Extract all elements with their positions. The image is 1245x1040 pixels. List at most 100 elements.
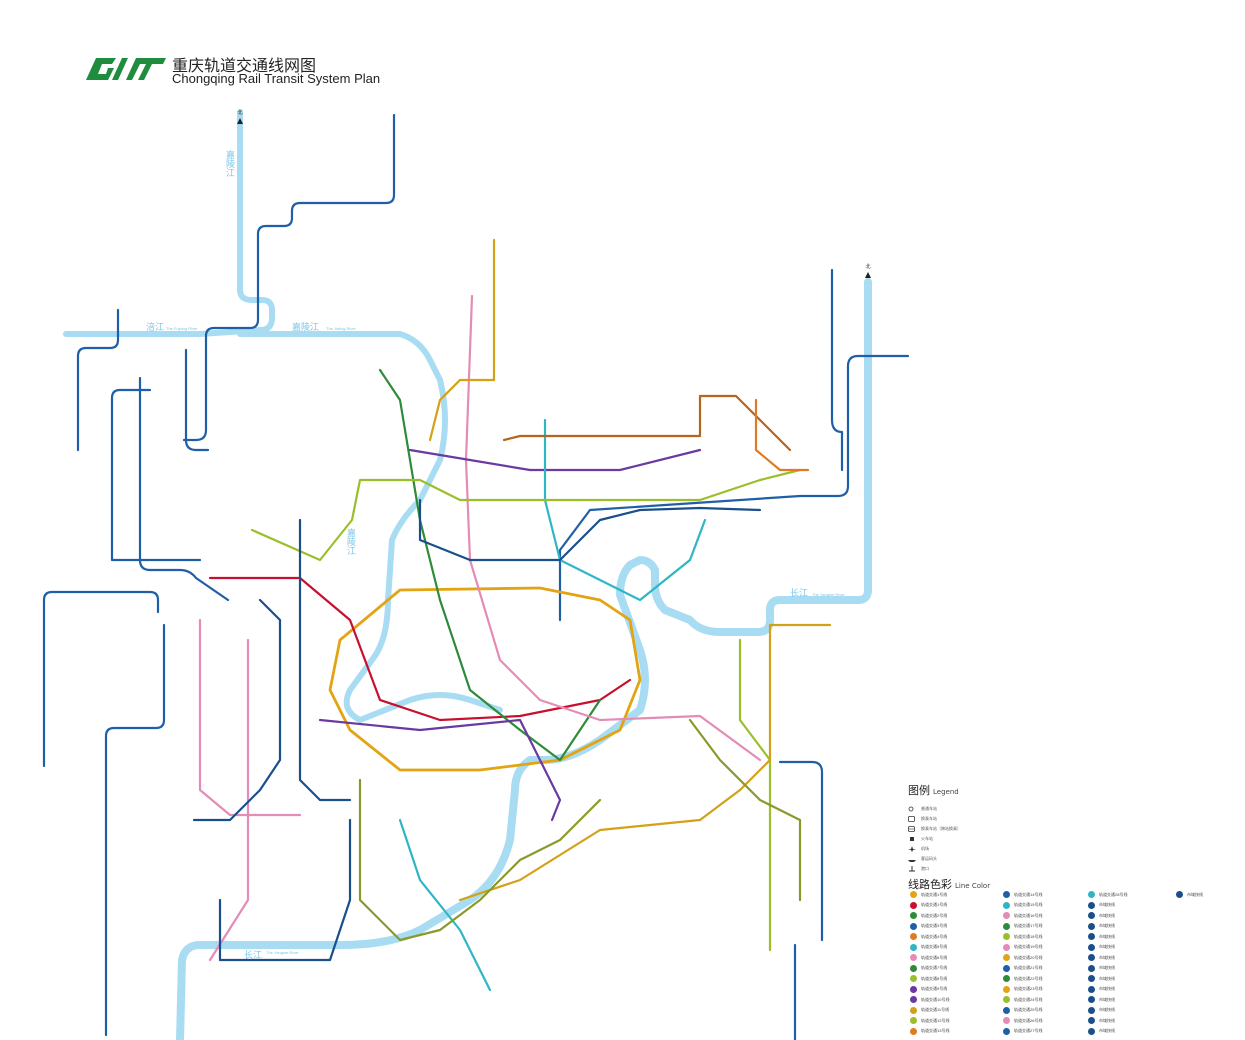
line-color-swatch xyxy=(910,1017,917,1024)
line-legend-label: 轨道交通15号线 xyxy=(1014,902,1043,907)
route-line xyxy=(502,394,792,452)
line-legend-label: 市域快线 xyxy=(1187,891,1203,897)
line-legend-item: 轨道交通26号线 xyxy=(1003,1016,1042,1025)
line-color-swatch xyxy=(1003,891,1010,898)
route-line xyxy=(798,354,910,498)
line-legend-item: 轨道交通24号线 xyxy=(1003,995,1042,1004)
river-label-yangtze-2: 长江 xyxy=(244,949,262,960)
line-legend-label: 轨道交通22号线 xyxy=(1014,975,1043,981)
rivers xyxy=(63,109,872,1040)
line-legend-item: 轨道交通6号线 xyxy=(910,953,947,962)
line-legend-label: 市域快线 xyxy=(1099,1028,1115,1033)
river-label-fujiang-en: The Fujiang River xyxy=(166,326,198,331)
north-mark: 北 xyxy=(237,109,242,116)
line-color-swatch xyxy=(1003,964,1010,972)
route-line xyxy=(198,618,302,817)
route-line xyxy=(688,718,802,902)
line-legend-label: 轨道交通19号线 xyxy=(1014,944,1043,949)
line-legend-label: 轨道交通1号线 xyxy=(921,891,948,897)
line-legend-label: 轨道交通14号线 xyxy=(1014,891,1043,897)
line-color-title-cn: 线路色彩 xyxy=(908,878,952,891)
north-mark: 北 xyxy=(865,263,870,270)
north-arrow-icon xyxy=(865,272,871,278)
route-line xyxy=(318,718,562,822)
line-color-swatch xyxy=(910,1006,917,1014)
north-arrow-icon xyxy=(237,118,243,124)
line-color-swatch xyxy=(910,975,917,982)
line-color-swatch xyxy=(1003,943,1010,951)
port-icon xyxy=(908,865,916,872)
legend-symbol-label: 换乘车站（跨站换乘） xyxy=(921,825,961,831)
legend-symbol-label: 港口 xyxy=(921,865,929,871)
line-legend-item: 市域快线 xyxy=(1088,932,1115,941)
legend-symbol-label: 火车站 xyxy=(921,835,933,841)
line-color-swatch xyxy=(910,901,917,909)
line-color-swatch xyxy=(1088,1027,1095,1035)
line-color-swatch xyxy=(1088,933,1095,940)
line-legend-item: 轨道交通13号线 xyxy=(910,1027,949,1036)
line-color-swatch xyxy=(910,985,917,993)
route-line xyxy=(378,368,602,762)
route-line xyxy=(104,623,166,1037)
route-line xyxy=(184,348,210,452)
line-legend-label: 市域快线 xyxy=(1099,975,1115,981)
line-legend-label: 轨道交通20号线 xyxy=(1014,954,1043,960)
legend-symbol-label: 客运码头 xyxy=(921,855,937,861)
river-label-yangtze-2-en: The Yangtze River xyxy=(266,950,299,955)
legend-symbol-label: 机场 xyxy=(921,845,929,851)
river-label-jialing: 嘉陵江 xyxy=(225,149,235,178)
page-subtitle: Chongqing Rail Transit System Plan xyxy=(172,71,381,86)
line-legend-label: 轨道交通16号线 xyxy=(1014,912,1043,918)
route-line xyxy=(328,586,642,772)
river-label-jialing-3: 嘉陵江 xyxy=(346,527,356,556)
line-color-swatch xyxy=(910,943,917,951)
route-line xyxy=(398,818,492,992)
line-color-swatch xyxy=(1088,922,1095,930)
brand-logo xyxy=(86,58,166,80)
line-legend-item: 轨道交通11号线 xyxy=(910,1006,949,1015)
line-legend-label: 轨道交通9号线 xyxy=(921,986,948,991)
line-legend-item: 轨道交通8号线 xyxy=(910,974,947,983)
route-line xyxy=(558,494,802,622)
legend-symbol-row: 火车站 xyxy=(908,834,1238,843)
line-color-swatch xyxy=(910,912,917,919)
line-legend-item: 轨道交通22号线 xyxy=(1003,974,1042,983)
line-color-swatch xyxy=(1003,954,1010,961)
legend-symbol-row: 港口 xyxy=(908,864,1238,873)
route-line xyxy=(76,308,120,452)
route-line xyxy=(418,498,762,562)
route-line xyxy=(428,238,496,442)
station-icon xyxy=(908,806,916,812)
cross-transfer-icon xyxy=(908,825,916,832)
legend-symbol-label: 换乘车站 xyxy=(921,815,937,821)
line-color-swatch xyxy=(1088,891,1095,898)
legend-title-cn: 图例 xyxy=(908,784,930,797)
yangtze-river xyxy=(176,278,872,1040)
line-legend-label: 市域快线 xyxy=(1099,1007,1115,1012)
route-line xyxy=(408,448,702,472)
line-legend-label: 市域快线 xyxy=(1099,912,1115,918)
jialing-river xyxy=(63,109,275,337)
line-legend-label: 轨道交通21号线 xyxy=(1014,965,1043,970)
line-color-swatch xyxy=(1003,1027,1010,1035)
line-legend-item: 轨道交通9号线 xyxy=(910,985,947,994)
line-legend-item: 市域快线 xyxy=(1088,964,1115,973)
line-legend-item: 轨道交通25号线 xyxy=(1003,1006,1042,1015)
airport-icon xyxy=(908,845,916,852)
legend-symbol-row: 换乘车站（跨站换乘） xyxy=(908,824,1238,833)
river-label-yangtze-en: The Yangtze River xyxy=(812,592,845,597)
line-legend-item: 轨道交通16号线 xyxy=(1003,911,1042,920)
line-legend-item: 轨道交通4号线 xyxy=(910,932,947,941)
line-color-swatch xyxy=(1088,943,1095,951)
line-legend-label: 市域快线 xyxy=(1099,944,1115,949)
route-line xyxy=(138,376,230,602)
north-arrow-east: 北 xyxy=(865,263,871,278)
line-legend-label: 市域快线 xyxy=(1099,1017,1115,1023)
line-legend-label: 轨道交通13号线 xyxy=(921,1028,950,1033)
line-legend-item: 市域快线 xyxy=(1088,953,1115,962)
river-label-jialing-2-en: The Jialing River xyxy=(326,326,356,331)
line-color-swatch xyxy=(1003,922,1010,930)
line-legend-label: 市域快线 xyxy=(1099,965,1115,970)
line-color-swatch xyxy=(910,954,917,961)
